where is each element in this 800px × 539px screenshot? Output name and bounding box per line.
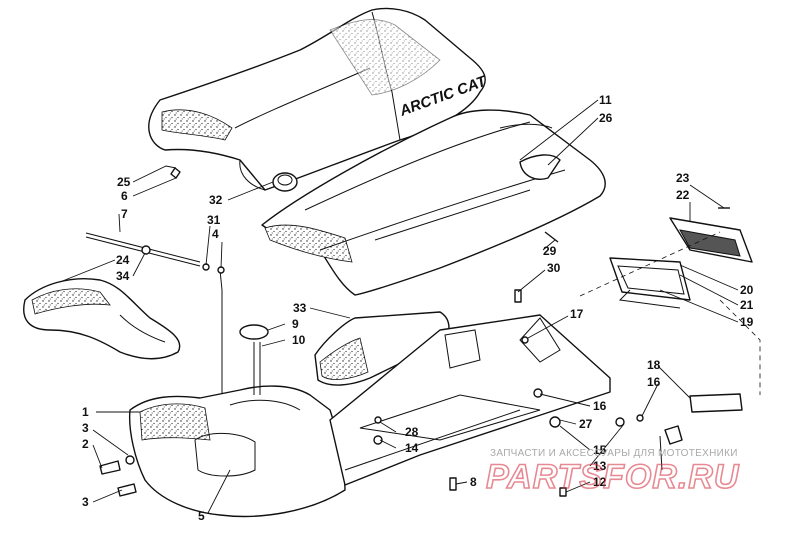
callout-33: 33	[293, 301, 307, 315]
callout-20: 20	[740, 283, 754, 297]
callout-22: 22	[676, 188, 690, 202]
watermark: ЗАПЧАСТИ И АКСЕССУАРЫ ДЛЯ МОТОТЕХНИКИ PA…	[485, 448, 740, 497]
callout-24: 24	[116, 253, 130, 267]
callout-15: 15	[593, 443, 607, 457]
callout-1: 1	[82, 405, 89, 419]
callout-16-upper: 16	[647, 375, 661, 389]
callout-31: 31	[207, 213, 221, 227]
callout-29: 29	[543, 244, 557, 258]
callout-32: 32	[209, 193, 223, 207]
seat-bracket	[314, 311, 450, 386]
seat-rod	[85, 232, 210, 271]
seat-base	[261, 109, 606, 296]
callout-23: 23	[676, 171, 690, 185]
filler-neck	[239, 324, 269, 395]
callout-21: 21	[740, 298, 754, 312]
callout-28: 28	[405, 425, 419, 439]
callout-5: 5	[198, 509, 205, 523]
callout-10: 10	[292, 333, 306, 347]
callout-9: 9	[292, 317, 299, 331]
seat-cushion-upper: ARCTIC CAT	[148, 7, 490, 191]
callout-17: 17	[570, 307, 584, 321]
screw	[99, 460, 121, 475]
callout-7: 7	[121, 207, 128, 221]
fuel-tank	[128, 385, 346, 518]
callout-27: 27	[579, 417, 593, 431]
callouts: 11 26 25 6 32 7 31 4 24 34 23 22 29 30 2…	[82, 93, 754, 523]
callout-34: 34	[116, 269, 130, 283]
seat-cover	[23, 278, 181, 360]
latch-cable	[219, 269, 223, 440]
callout-11: 11	[599, 93, 612, 107]
chassis-tunnel	[329, 314, 611, 486]
callout-30: 30	[547, 261, 561, 275]
callout-3-lower: 3	[82, 495, 89, 509]
callout-16-lower: 16	[593, 399, 607, 413]
callout-8: 8	[470, 475, 477, 489]
watermark-logo: PARTSFOR.RU	[486, 458, 740, 496]
callout-4: 4	[212, 227, 219, 241]
callout-14: 14	[405, 441, 419, 455]
callout-13: 13	[593, 459, 607, 473]
watermark-caption: ЗАПЧАСТИ И АКСЕССУАРЫ ДЛЯ МОТОТЕХНИКИ	[490, 448, 738, 459]
callout-18: 18	[647, 358, 661, 372]
grommet	[125, 455, 135, 465]
fuel-filler-cap	[272, 172, 298, 192]
callout-3-upper: 3	[82, 421, 89, 435]
callout-26: 26	[599, 111, 613, 125]
callout-19: 19	[740, 315, 754, 329]
callout-2: 2	[82, 437, 89, 451]
callout-25: 25	[117, 175, 131, 189]
taillight-assembly	[579, 217, 761, 395]
callout-6: 6	[121, 189, 128, 203]
callout-12: 12	[593, 475, 607, 489]
leader-lines	[59, 99, 739, 514]
